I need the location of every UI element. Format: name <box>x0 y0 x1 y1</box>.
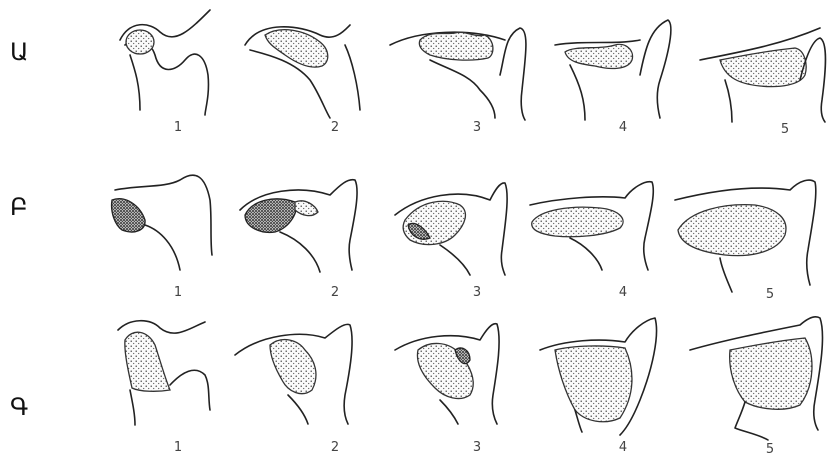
row-a-drawings <box>120 10 826 122</box>
drawing-c3 <box>395 324 499 424</box>
number-b1: 1 <box>163 285 193 300</box>
number-c3: 3 <box>462 440 492 455</box>
drawing-a4 <box>555 20 671 120</box>
drawing-b1 <box>112 175 212 270</box>
row-label-b: Բ <box>10 193 28 221</box>
number-b2: 2 <box>320 285 350 300</box>
drawing-b2 <box>240 180 357 272</box>
row-label-a: Ա <box>10 38 28 66</box>
row-c-drawings <box>118 317 823 440</box>
number-b4: 4 <box>608 285 638 300</box>
drawing-b3 <box>395 183 507 275</box>
drawing-a2 <box>245 25 360 118</box>
number-a2: 2 <box>320 120 350 135</box>
drawing-c5 <box>690 317 823 440</box>
drawing-c1 <box>118 321 210 425</box>
number-a3: 3 <box>462 120 492 135</box>
number-c5: 5 <box>755 442 785 457</box>
number-b3: 3 <box>462 285 492 300</box>
drawing-b5 <box>675 180 816 292</box>
drawing-c4 <box>540 318 657 435</box>
drawing-c2 <box>235 324 352 424</box>
number-c4: 4 <box>608 440 638 455</box>
number-c2: 2 <box>320 440 350 455</box>
drawing-b4 <box>530 182 653 270</box>
number-a1: 1 <box>163 120 193 135</box>
drawing-a1 <box>120 10 210 115</box>
row-b-drawings <box>112 175 816 292</box>
drawing-a5 <box>700 28 826 122</box>
drawing-a3 <box>390 28 526 120</box>
number-b5: 5 <box>755 287 785 302</box>
row-label-c: Գ <box>10 393 28 421</box>
number-c1: 1 <box>163 440 193 455</box>
number-a4: 4 <box>608 120 638 135</box>
number-a5: 5 <box>770 122 800 137</box>
